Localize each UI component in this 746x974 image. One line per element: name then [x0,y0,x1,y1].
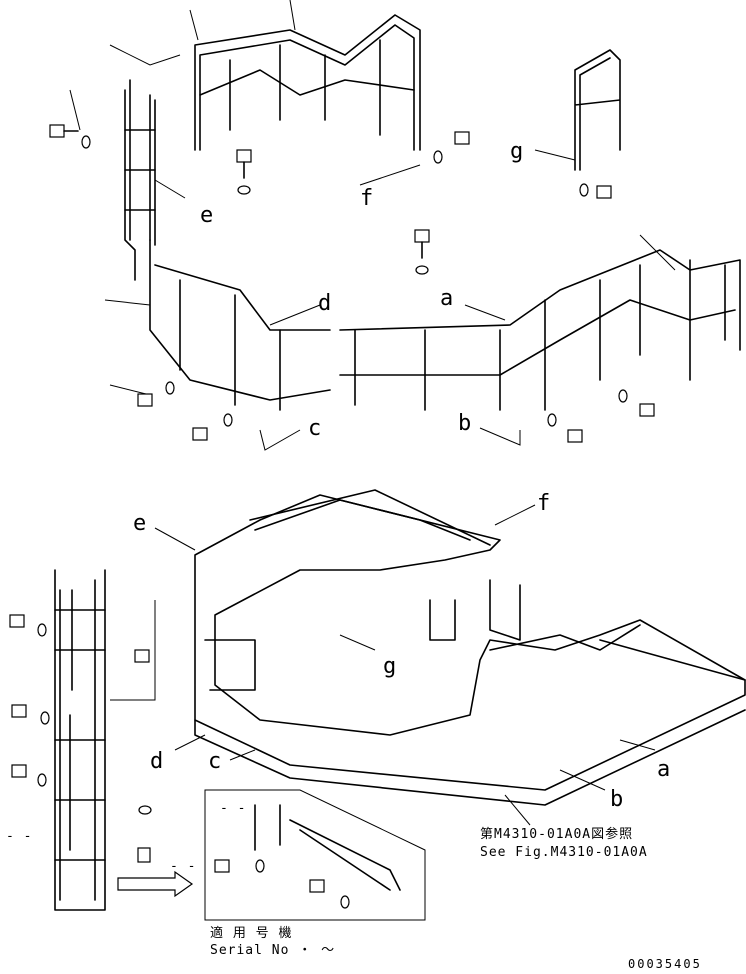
washer-icon [165,381,175,395]
dash-mark-detail-top: - - [220,801,246,816]
rear-handrail-right [574,49,621,171]
bolt-icon [414,229,430,243]
callout-b-bottom: b [610,787,623,812]
callout-e-top: e [200,203,213,228]
washer-icon [37,623,47,637]
bolt-icon [214,859,230,873]
bolt-icon [236,149,252,163]
washer-icon [618,389,628,403]
washer-icon [415,265,429,275]
bolt-set-ladder [9,614,152,863]
callout-b-top: b [458,411,471,436]
side-handrail [104,234,741,411]
leader-lines [154,149,576,451]
bolt-icon [137,847,151,863]
washer-icon [81,135,91,149]
washer-icon [433,150,443,164]
callout-a-bottom: a [657,757,670,782]
dash-mark-ladder: - - [6,829,32,844]
leader-lines-lower [154,504,656,826]
callout-c-bottom: c [208,749,221,774]
callout-f-top: f [360,186,373,211]
reference-note-line2: See Fig.M4310-01A0A [480,845,648,860]
washer-icon [237,185,251,195]
callout-d-top: d [318,291,331,316]
callout-e-bottom: e [133,511,146,536]
bolt-icon [192,427,208,441]
bolt-icon [11,704,27,718]
bolt-icon [639,403,655,417]
rear-handrail-left [189,0,421,151]
washer-icon [340,895,350,909]
callout-c-top: c [308,416,321,441]
bolt-icon [49,124,65,138]
bolt-icon [596,185,612,199]
washer-icon [579,183,589,197]
reference-note-line1: 第M4310-01A0A図参照 [480,826,633,842]
ladder-lower [54,569,156,911]
bolt-icon [134,649,150,663]
washer-icon [40,711,50,725]
callout-g-bottom: g [383,654,396,679]
detail-box [204,789,426,921]
serial-value: Serial No ・ ～ [210,943,335,958]
drawing-code: 00035405 [628,957,702,971]
bolt-icon [9,614,25,628]
bolt-set [49,124,612,275]
callout-a-top: a [440,286,453,311]
washer-icon [138,805,152,815]
callout-g-top: g [510,139,523,164]
callout-d-bottom: d [150,749,163,774]
main-frame [194,489,746,806]
bolt-icon [567,429,583,443]
bolt-icon [309,879,325,893]
callout-f-bottom: f [537,491,550,516]
bolt-icon [137,393,153,407]
serial-label: 適 用 号 機 [210,925,292,941]
washer-icon [223,413,233,427]
washer-icon [37,773,47,787]
ladder-upper [69,44,181,281]
washer-icon [547,413,557,427]
arrow-icon [117,870,194,898]
bolt-set-mid [137,381,655,443]
dash-mark-detail-left: - - [170,859,196,874]
bolt-icon [454,131,470,145]
bolt-icon [11,764,27,778]
washer-icon [255,859,265,873]
